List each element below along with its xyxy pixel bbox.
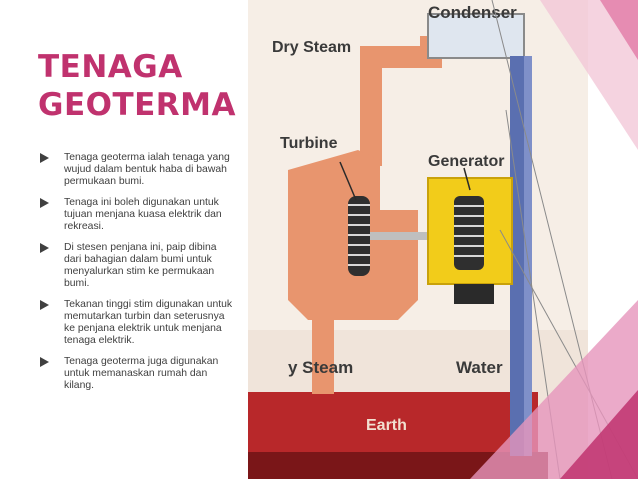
generator-base [454,284,494,304]
bullet-text: Tekanan tinggi stim digunakan untuk memu… [64,299,233,346]
label-pointer-lines [339,161,471,201]
bullet-item: Tekanan tinggi stim digunakan untuk memu… [40,299,236,347]
top-right-triangle [540,0,638,150]
steam-pipe-down [360,46,382,166]
bottom-right-triangle-dark [560,390,638,479]
triangle-arrow-icon [40,357,49,367]
top-right-triangle-dark [600,0,638,60]
slide-title: TENAGA GEOTERMA [38,48,238,124]
bullet-text: Tenaga geoterma juga digunakan untuk mem… [64,356,219,391]
bullet-item: Tenaga geoterma ialah tenaga yang wujud … [40,152,236,188]
bottom-right-triangle [470,300,638,479]
triangle-arrow-icon [40,198,49,208]
bullet-list: Tenaga geoterma ialah tenaga yang wujud … [40,152,236,401]
turbine-rotor [348,196,370,276]
bullet-text: Tenaga ini boleh digunakan untuk tujuan … [64,197,222,232]
triangle-arrow-icon [40,153,49,163]
generator-rotor [454,196,484,270]
turbine-shaft [370,232,436,240]
water-label: Water [456,358,503,377]
condenser-box [427,13,525,59]
title-line-1: TENAGA [38,49,183,85]
bullet-text: Tenaga geoterma ialah tenaga yang wujud … [64,152,230,187]
triangle-arrow-icon [40,243,49,253]
generator-label: Generator [428,153,504,170]
title-line-2: GEOTERMA [38,87,237,123]
earth-label: Earth [366,417,407,434]
dry-steam-top-label: Dry Steam [272,39,351,56]
bullet-item: Di stesen penjana ini, paip dibina dari … [40,242,236,290]
turbine-label: Turbine [280,135,338,152]
triangle-arrow-icon [40,300,49,310]
condenser-label: Condenser [428,3,517,22]
steam-pipe-bottom [312,320,334,394]
bullet-item: Tenaga ini boleh digunakan untuk tujuan … [40,197,236,233]
bullet-item: Tenaga geoterma juga digunakan untuk mem… [40,356,236,392]
dry-steam-bottom-label: y Steam [288,358,353,377]
water-pipe-highlight [524,56,532,456]
geothermal-plant-diagram: Condenser Dry Steam Turbine Generator y … [248,0,588,479]
bullet-text: Di stesen penjana ini, paip dibina dari … [64,242,217,289]
earth-layer [248,392,538,454]
